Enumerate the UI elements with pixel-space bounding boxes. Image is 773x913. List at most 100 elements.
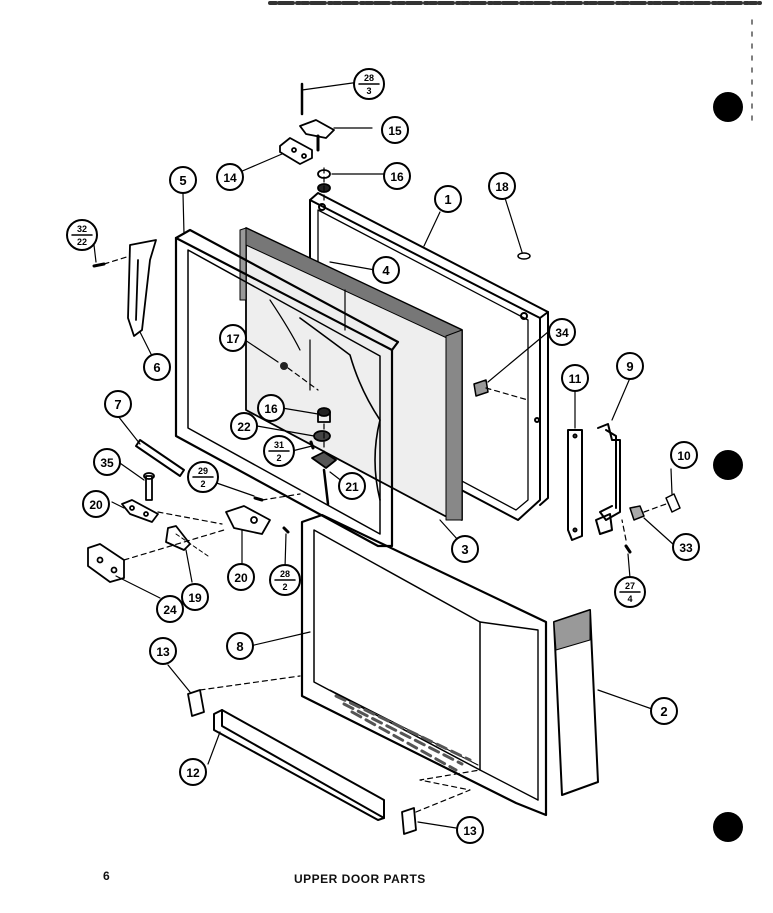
- svg-text:16: 16: [264, 402, 278, 416]
- svg-text:32: 32: [77, 224, 87, 234]
- svg-text:12: 12: [186, 766, 200, 780]
- callout-13: 13: [456, 816, 484, 844]
- screw-hole: [520, 312, 528, 320]
- callout-10: 10: [670, 441, 698, 469]
- svg-text:9: 9: [626, 359, 633, 374]
- svg-text:35: 35: [100, 456, 114, 470]
- callout-19: 19: [181, 583, 209, 611]
- svg-text:29: 29: [198, 466, 208, 476]
- part-8-door-liner: [300, 513, 548, 817]
- callout-13: 13: [149, 637, 177, 665]
- part-19-hinge-pin: [165, 525, 209, 557]
- part-14-hinge-plate: [279, 137, 313, 165]
- svg-text:11: 11: [569, 372, 582, 386]
- callouts: 1 2 3 4 5 6 7 8 9 10 11 12 13 13 14 15 1…: [82, 116, 700, 844]
- svg-text:22: 22: [237, 420, 251, 434]
- part-17-plug: [280, 362, 288, 370]
- screw-hole: [534, 417, 540, 423]
- scan-artifacts: [268, 1, 762, 121]
- svg-text:3: 3: [366, 86, 371, 96]
- binder-holes: [713, 92, 743, 842]
- svg-text:2: 2: [282, 582, 287, 592]
- callout-34: 34: [548, 318, 576, 346]
- part-21-hinge-bracket: [311, 451, 337, 506]
- part-11-handle-bracket: [567, 429, 583, 541]
- callout-11: 11: [561, 364, 589, 392]
- part-9-handle: [595, 423, 621, 535]
- svg-text:33: 33: [679, 541, 693, 555]
- part-20-hinge-left: [121, 499, 159, 523]
- svg-text:3: 3: [461, 542, 468, 557]
- svg-text:2: 2: [660, 704, 667, 719]
- callout-16: 16: [383, 162, 411, 190]
- callout-24: 24: [156, 595, 184, 623]
- svg-text:15: 15: [388, 124, 402, 138]
- binder-hole: [713, 450, 743, 480]
- callout-4: 4: [372, 256, 400, 284]
- callout-12: 12: [179, 758, 207, 786]
- svg-text:7: 7: [114, 397, 121, 412]
- part-20-hinge-right: [225, 505, 271, 535]
- callout-20: 20: [82, 490, 110, 518]
- svg-text:24: 24: [163, 603, 177, 617]
- callout-6: 6: [143, 353, 171, 381]
- svg-text:4: 4: [382, 263, 390, 278]
- part-15-top-hinge: [299, 119, 335, 152]
- svg-text:1: 1: [444, 192, 451, 207]
- fraction-28-2: 28 2: [269, 564, 301, 596]
- part-10-clip: [665, 493, 681, 513]
- callout-35: 35: [93, 448, 121, 476]
- screws: [92, 82, 632, 554]
- part-34-bracket: [473, 379, 489, 397]
- svg-text:14: 14: [223, 171, 237, 185]
- binder-hole: [713, 812, 743, 842]
- svg-text:28: 28: [280, 569, 290, 579]
- page-number: 6: [103, 869, 111, 883]
- part-7-rod: [135, 439, 185, 477]
- part-6-side-strip: [127, 239, 157, 337]
- part-33-clip: [629, 505, 645, 521]
- svg-text:22: 22: [77, 237, 87, 247]
- svg-text:18: 18: [495, 180, 509, 194]
- figure-caption: UPPER DOOR PARTS: [294, 872, 426, 886]
- part-13-end-caps: [187, 689, 417, 835]
- svg-text:2: 2: [276, 453, 281, 463]
- svg-text:28: 28: [364, 73, 374, 83]
- svg-text:4: 4: [627, 594, 632, 604]
- svg-text:8: 8: [236, 639, 243, 654]
- svg-text:21: 21: [345, 480, 359, 494]
- svg-text:10: 10: [677, 449, 691, 463]
- callout-9: 9: [616, 352, 644, 380]
- fraction-27-4: 27 4: [614, 576, 646, 608]
- callout-5: 5: [169, 166, 197, 194]
- svg-text:16: 16: [390, 170, 404, 184]
- svg-text:6: 6: [153, 360, 160, 375]
- callout-7: 7: [104, 390, 132, 418]
- callout-33: 33: [672, 533, 700, 561]
- callout-21: 21: [338, 472, 366, 500]
- callout-17: 17: [219, 324, 247, 352]
- part-12-bottom-bar: [213, 709, 385, 821]
- svg-text:20: 20: [234, 571, 248, 585]
- svg-text:27: 27: [625, 581, 635, 591]
- part-22-washer: [313, 430, 331, 442]
- part-2-side-trim: [553, 609, 599, 796]
- callout-8: 8: [226, 632, 254, 660]
- part-24-hinge-plate: [87, 543, 125, 583]
- callout-2: 2: [650, 697, 678, 725]
- callout-18: 18: [488, 172, 516, 200]
- callout-16: 16: [257, 394, 285, 422]
- fraction-31-2: 31 2: [263, 435, 295, 467]
- svg-text:19: 19: [188, 591, 202, 605]
- callout-14: 14: [216, 163, 244, 191]
- fraction-28-3: 28 3: [353, 68, 385, 100]
- callout-15: 15: [381, 116, 409, 144]
- part-16-bushing-mid: [317, 407, 331, 423]
- fraction-callouts: 28 3 32 22 31 2 29 2 28 2 27 4: [66, 68, 646, 608]
- svg-text:34: 34: [555, 326, 569, 340]
- callout-3: 3: [451, 535, 479, 563]
- part-4-insulation: [239, 227, 463, 521]
- screw-hole: [318, 203, 326, 211]
- alignment-lines: [103, 165, 667, 813]
